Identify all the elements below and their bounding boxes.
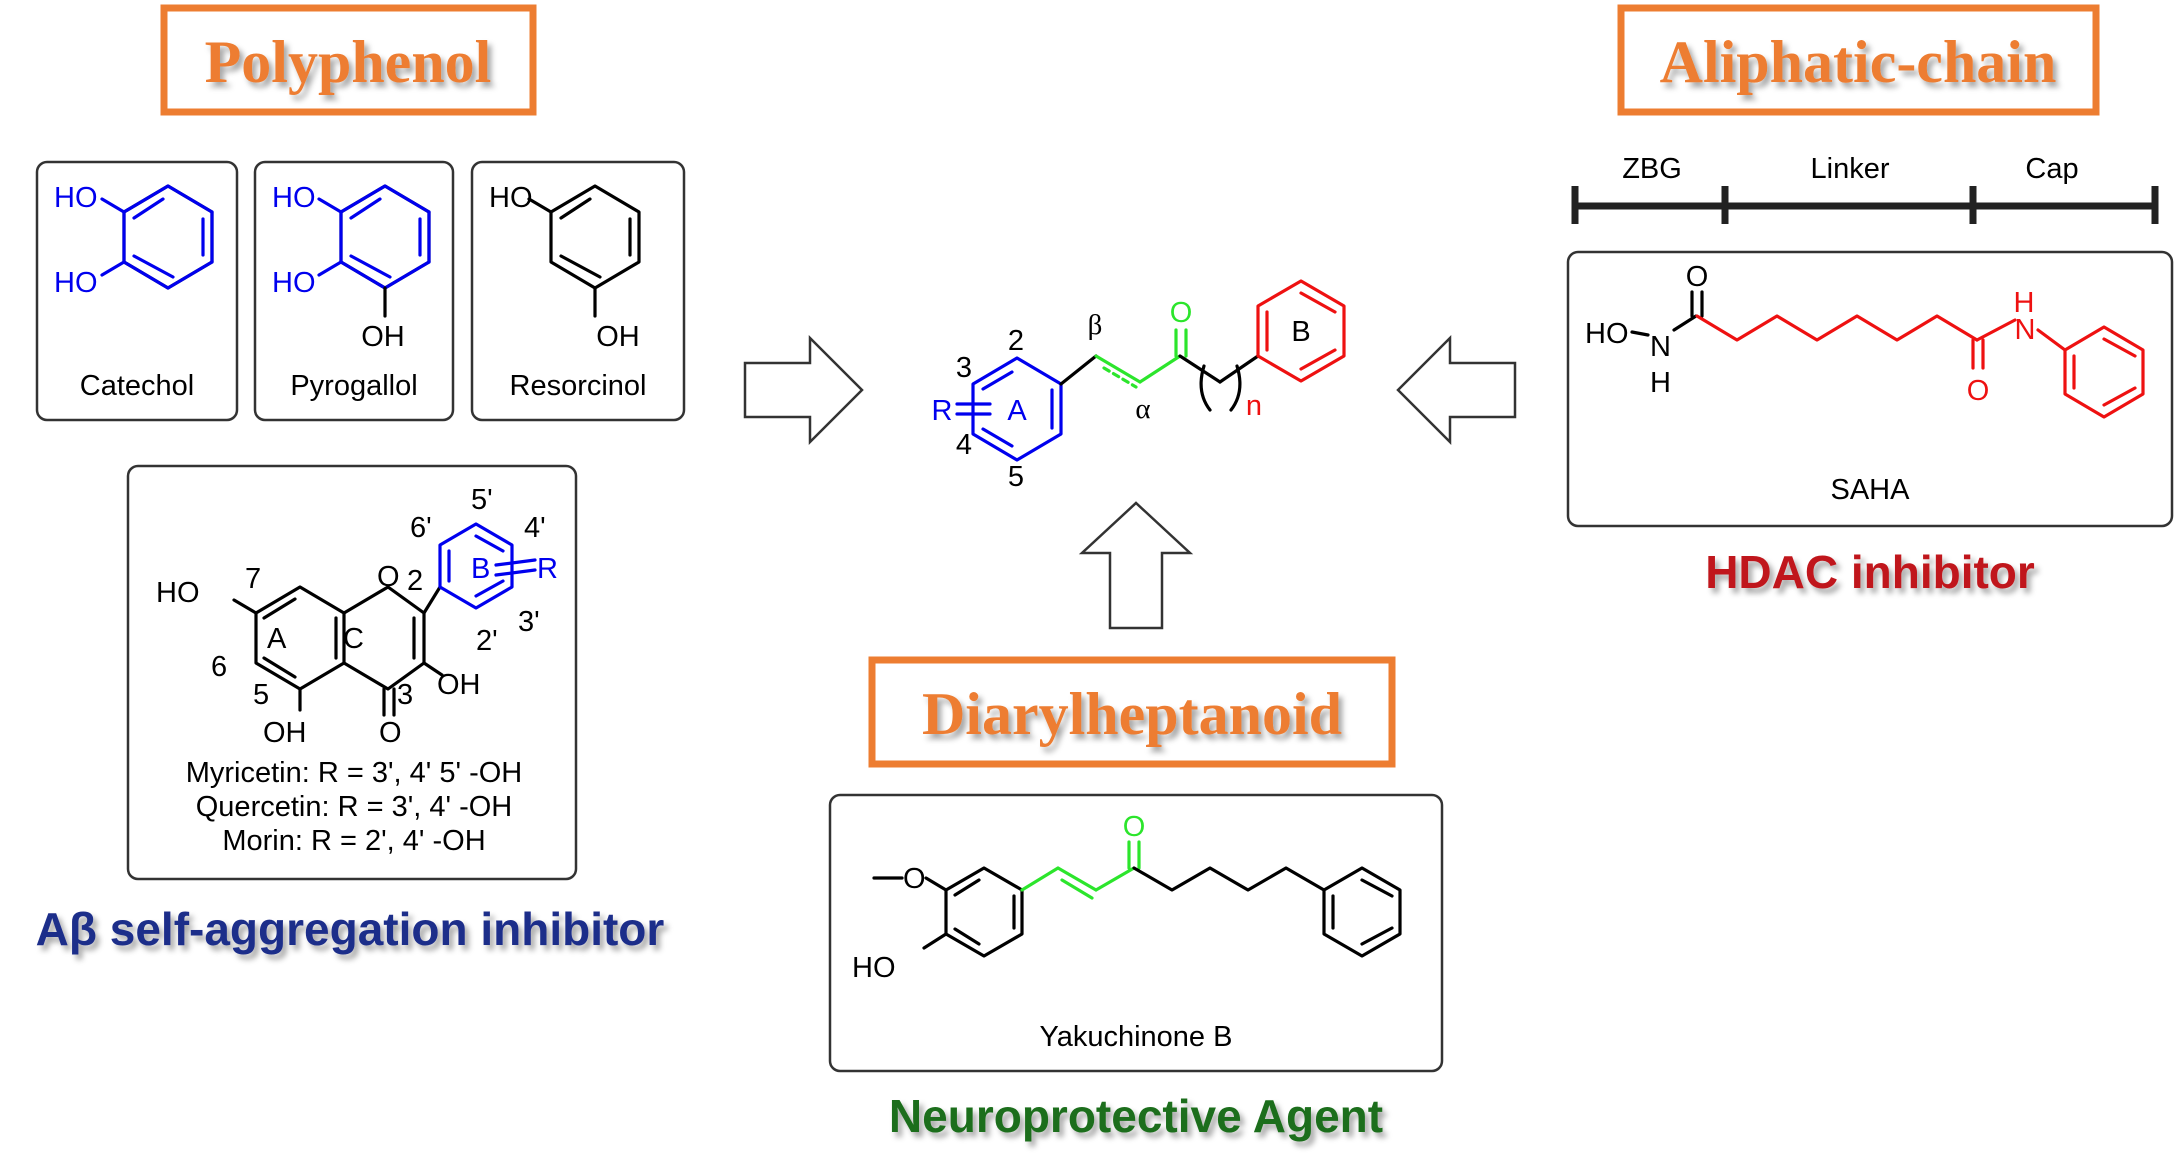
core-alpha: α: [1135, 393, 1150, 425]
diaryl-title: Diarylheptanoid: [922, 681, 1342, 747]
arrow-left-icon: [1396, 334, 1517, 446]
pyrogallol-box: HO HO OH Pyrogallol: [253, 160, 455, 422]
yak-o-keto: O: [1123, 811, 1146, 843]
saha-n1: N: [1650, 331, 1671, 363]
linker-label: Linker: [1811, 153, 1890, 185]
saha-label: SAHA: [1831, 474, 1911, 506]
yakuchinone-box: O HO O Yakuchinone B: [828, 793, 1444, 1073]
aliphatic-title-box: Aliphatic-chain: [1617, 4, 2100, 116]
flavonol-n7: 7: [245, 563, 261, 595]
saha-structure: [1630, 290, 2145, 419]
flavonol-o-keto: O: [379, 717, 402, 749]
saha-o2: O: [1967, 375, 1990, 407]
resorcinol-structure: [527, 184, 641, 318]
flavonol-n5: 5: [253, 679, 269, 711]
catechol-structure: [100, 184, 214, 290]
arrow-right-icon: [743, 334, 864, 446]
quercetin-label: Quercetin: R = 3', 4' -OH: [196, 791, 513, 823]
catechol-label: Catechol: [80, 370, 194, 402]
core-n3: 3: [956, 352, 972, 384]
saha-box: HO N H O O H N SAHA: [1566, 250, 2174, 528]
resorcinol-oh-1: HO: [489, 182, 533, 214]
pyrogallol-oh-2: HO: [272, 267, 316, 299]
arrow-up-icon: [1078, 501, 1194, 630]
polyphenol-title: Polyphenol: [205, 29, 492, 95]
flavonol-n6: 6: [211, 651, 227, 683]
diaryl-title-box: Diarylheptanoid: [868, 656, 1396, 768]
neuroprotective-caption: Neuroprotective Agent: [889, 1090, 1383, 1142]
myricetin-label: Myricetin: R = 3', 4' 5' -OH: [186, 757, 523, 789]
yakuchinone-structure: [872, 840, 1402, 958]
saha-h1: H: [1650, 367, 1671, 399]
morin-label: Morin: R = 2', 4' -OH: [222, 825, 485, 857]
flavonol-r: R: [537, 553, 558, 585]
flavonol-oh3: OH: [437, 669, 481, 701]
flavonol-o-ring: O: [377, 561, 400, 593]
zbg-label: ZBG: [1622, 153, 1682, 185]
pyrogallol-oh-3: OH: [361, 321, 405, 353]
core-n5: 5: [1008, 461, 1024, 493]
core-ring-b: B: [1291, 316, 1310, 348]
catechol-oh-2: HO: [54, 267, 98, 299]
flavonol-n6p: 6': [410, 512, 432, 544]
catechol-oh-1: HO: [54, 182, 98, 214]
flavonol-box: HO 7 O 2 6 A C 5 3 OH OH O 5' 6' 4' B R …: [126, 464, 578, 881]
yak-ho: HO: [852, 952, 896, 984]
polyphenol-title-box: Polyphenol: [160, 4, 537, 116]
aliphatic-title: Aliphatic-chain: [1660, 29, 2057, 95]
hdac-caption: HDAC inhibitor: [1705, 546, 2035, 598]
yak-o-methoxy: O: [903, 863, 926, 895]
resorcinol-box: HO OH Resorcinol: [470, 160, 686, 422]
flavonol-n2p: 2': [476, 625, 498, 657]
flavonol-n3p: 3': [518, 606, 540, 638]
flavonol-oh5: OH: [263, 717, 307, 749]
catechol-box: HO HO Catechol: [35, 160, 239, 422]
pyrogallol-oh-1: HO: [272, 182, 316, 214]
flavonol-ho7: HO: [156, 577, 200, 609]
core-n: n: [1246, 390, 1262, 422]
core-ring-a: A: [1007, 395, 1027, 427]
saha-o1: O: [1686, 261, 1709, 293]
yakuchinone-label: Yakuchinone B: [1040, 1021, 1233, 1053]
pyrogallol-label: Pyrogallol: [290, 370, 417, 402]
pharmacophore-scale: [1571, 186, 2159, 224]
flavonol-n3: 3: [397, 679, 413, 711]
flavonol-structure: [232, 522, 537, 717]
saha-ho: HO: [1585, 318, 1629, 350]
saha-h2: H: [2014, 287, 2035, 319]
flavonol-n2: 2: [407, 565, 423, 597]
core-beta: β: [1088, 309, 1103, 341]
flavonol-n4p: 4': [524, 512, 546, 544]
resorcinol-oh-2: OH: [596, 321, 640, 353]
saha-n2: N: [2015, 314, 2036, 346]
pyrogallol-structure: [317, 184, 431, 318]
flavonol-n5p: 5': [471, 484, 493, 516]
flavonol-ring-a: A: [267, 623, 287, 655]
flavonol-ring-c: C: [343, 623, 364, 655]
core-n2: 2: [1008, 325, 1024, 357]
abeta-caption: Aβ self-aggregation inhibitor: [36, 903, 665, 955]
core-r: R: [932, 395, 953, 427]
flavonol-ring-b: B: [471, 553, 490, 585]
core-n4: 4: [956, 429, 972, 461]
core-structure: [955, 279, 1346, 462]
core-o: O: [1170, 297, 1193, 329]
resorcinol-label: Resorcinol: [510, 370, 647, 402]
cap-label: Cap: [2025, 153, 2078, 185]
